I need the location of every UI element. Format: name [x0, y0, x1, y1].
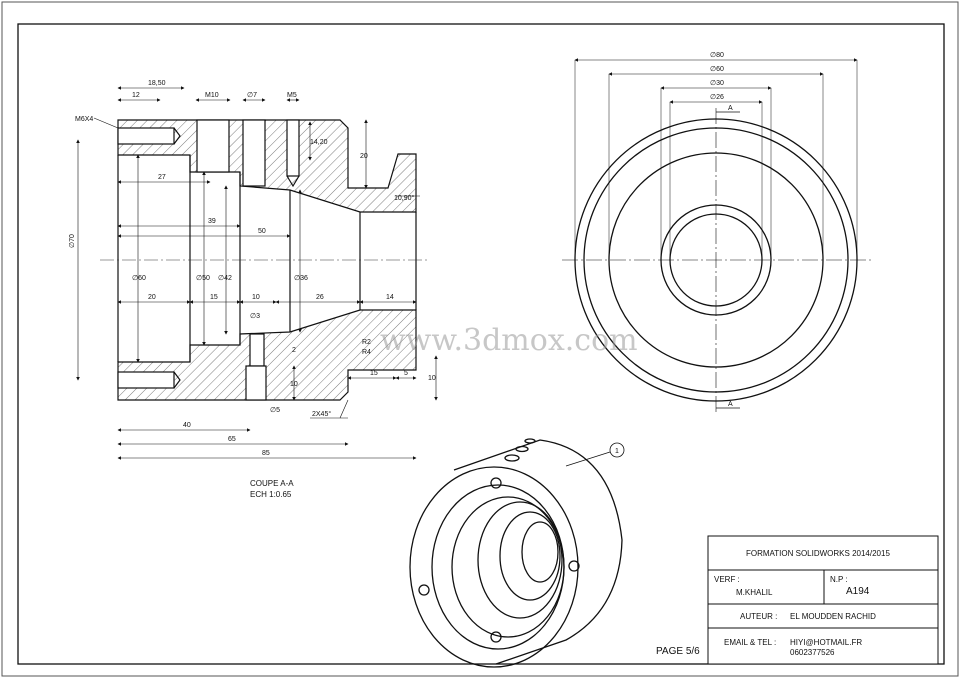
dim-front-dia30: ∅30 [710, 80, 724, 87]
isometric-view [409, 438, 625, 668]
dim-m10: M10 [205, 92, 219, 99]
np-label: N.P : [830, 575, 848, 584]
dim-dia3: ∅3 [250, 313, 260, 320]
title-heading: FORMATION SOLIDWORKS 2014/2015 [746, 549, 890, 558]
section-title: COUPE A-A [250, 479, 294, 488]
dim-dia5: ∅5 [270, 407, 280, 414]
dim-10-bottom: 10 [290, 381, 298, 388]
section-view [117, 119, 417, 401]
page-number: PAGE 5/6 [656, 646, 700, 657]
phone-value: 0602377526 [790, 648, 835, 657]
section-dimensions: 18,50 12 M10 ∅7 M5 14,20 20 10,90° M6X4 … [69, 80, 436, 457]
author-label: AUTEUR : [740, 612, 777, 621]
dim-r4: R4 [362, 349, 371, 356]
dim-chamfer: 2X45° [312, 410, 331, 418]
dim-12: 12 [132, 92, 140, 99]
dim-dia7: ∅7 [247, 92, 257, 99]
email-value: HIYI@HOTMAIL.FR [790, 638, 862, 647]
dim-front-dia60: ∅60 [710, 66, 724, 73]
dim-dia50: ∅50 [196, 275, 210, 282]
dim-dia60: ∅60 [132, 275, 146, 282]
verf-label: VERF : [714, 575, 740, 584]
dim-40: 40 [183, 422, 191, 429]
watermark: www.3dmox.com [380, 323, 638, 358]
dim-20: 20 [148, 294, 156, 301]
dim-angle: 10,90° [394, 194, 415, 202]
dim-14: 14 [386, 294, 394, 301]
dim-14-20: 14,20 [310, 139, 328, 146]
dim-39: 39 [208, 218, 216, 225]
dim-2: 2 [292, 347, 296, 354]
contact-label: EMAIL & TEL : [724, 638, 776, 647]
section-dimension-lines [76, 86, 438, 460]
dim-27: 27 [158, 174, 166, 181]
dim-front-dia80: ∅80 [710, 52, 724, 59]
thread-callout: M6X4 [75, 116, 93, 123]
dim-15: 15 [210, 294, 218, 301]
section-scale: ECH 1:0.65 [250, 490, 292, 499]
verf-value: M.KHALIL [736, 588, 773, 597]
author-value: EL MOUDDEN RACHID [790, 612, 876, 621]
drawing-frame [17, 23, 945, 665]
dim-10: 10 [252, 294, 260, 301]
front-view-dimensions: ∅80 ∅60 ∅30 ∅26 A A [710, 52, 733, 408]
front-view [562, 58, 872, 412]
dim-5: 5 [404, 370, 408, 377]
dim-overall-height: ∅70 [69, 234, 76, 248]
dim-65: 65 [228, 436, 236, 443]
part-balloon-number: 1 [615, 448, 619, 455]
dim-85: 85 [262, 450, 270, 457]
dim-r2: R2 [362, 339, 371, 346]
dim-20-top: 20 [360, 153, 368, 160]
section-mark-bottom: A [728, 401, 733, 408]
dim-dia42: ∅42 [218, 275, 232, 282]
section-mark-top: A [728, 105, 733, 112]
title-block [707, 535, 939, 665]
dim-15-bottom: 15 [370, 370, 378, 377]
dim-26: 26 [316, 294, 324, 301]
np-value: A194 [846, 586, 870, 597]
dim-18-50: 18,50 [148, 80, 166, 87]
dim-dia36: ∅36 [294, 275, 308, 282]
dim-50: 50 [258, 228, 266, 235]
dim-m5: M5 [287, 92, 297, 99]
dim-front-dia26: ∅26 [710, 94, 724, 101]
dim-10-right: 10 [428, 375, 436, 382]
